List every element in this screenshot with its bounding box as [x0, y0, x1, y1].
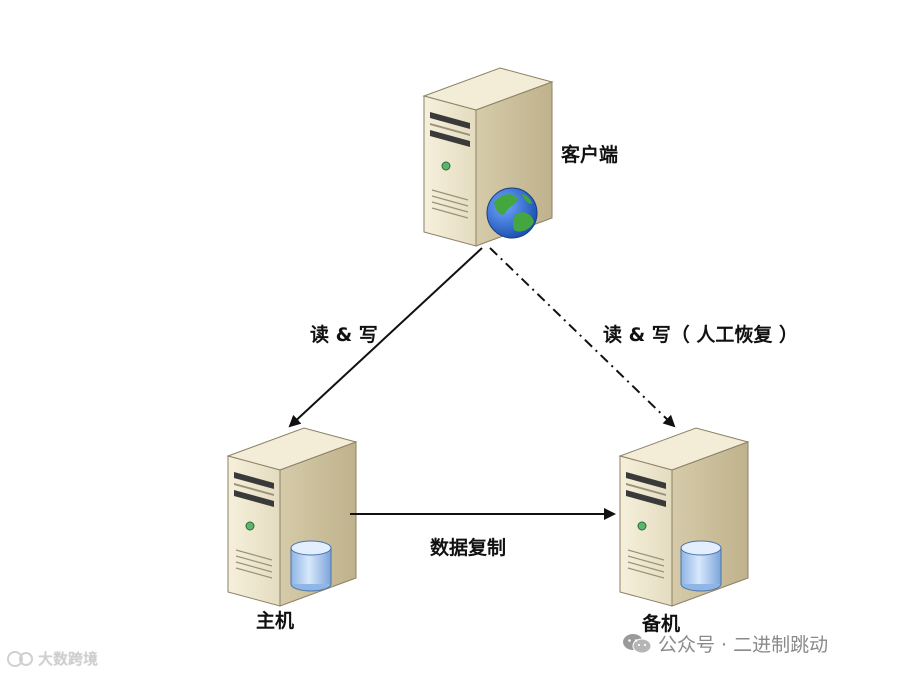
official-account-text: 公众号 · 二进制跳动: [658, 634, 829, 656]
edge-label-replication: 数据复制: [430, 537, 507, 559]
edge-client-to-standby: [489, 247, 676, 428]
standby-label: 备机: [642, 613, 681, 635]
edge-client-to-primary: [288, 247, 483, 428]
primary-label: 主机: [256, 610, 295, 632]
client-label: 客户端: [561, 144, 619, 166]
bottom-left-watermark: 大数跨境: [6, 648, 98, 669]
globe-icon: [486, 187, 538, 239]
edge-label-client-primary: 读 & 写: [310, 324, 378, 346]
bottom-left-watermark-text: 大数跨境: [38, 650, 99, 668]
brand-logo-icon: [7, 650, 33, 667]
edge-label-client-standby: 读 & 写（ 人工恢复 ）: [603, 324, 799, 346]
official-account-watermark: 公众号 · 二进制跳动: [622, 630, 828, 657]
primary-database-icon: [290, 540, 332, 592]
standby-database-icon: [680, 540, 722, 592]
wechat-icon: [623, 633, 652, 653]
